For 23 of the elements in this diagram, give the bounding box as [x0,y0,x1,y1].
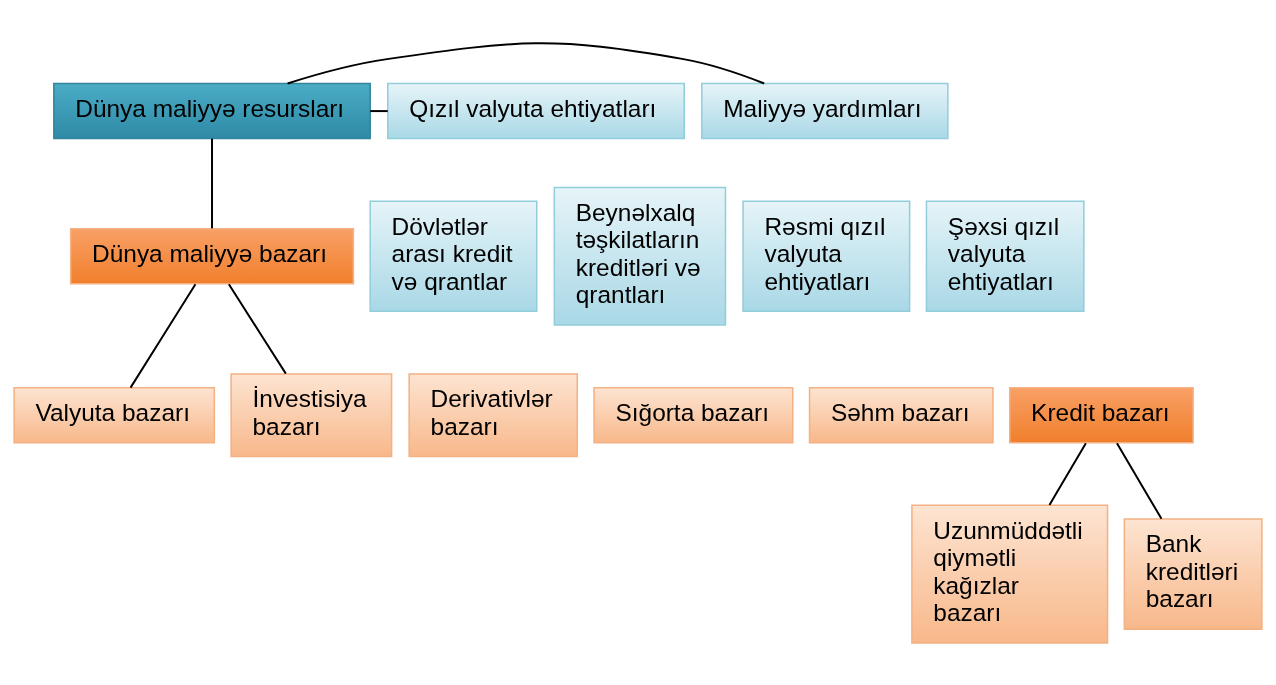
node-box: Beynəlxalq təşkilatların kreditləri və qrantları [553,186,727,326]
connector [227,282,287,375]
node-box: Şəxsi qızıl valyuta ehtiyatları [925,200,1085,312]
node-box: İnvestisiya bazarı [230,372,393,457]
node-box: Səhm bazarı [808,386,994,443]
connector [129,282,197,389]
node-box: Sığorta bazarı [593,386,794,443]
connector [1048,441,1087,506]
node-box: Rəsmi qızıl valyuta ehtiyatları [742,200,911,312]
node-box: Kredit bazarı [1008,386,1194,443]
node-box: Dünya maliyyə bazarı [69,227,355,285]
node-box: Qızıl valyuta ehtiyatları [387,82,685,139]
node-box: Dövlətlər arası kredit və qrantlar [369,200,538,312]
node-box: Valyuta bazarı [13,386,216,443]
connector [1115,441,1163,520]
node-box: Dünya maliyyə resursları [53,82,371,139]
node-box: Bank kreditləri bazarı [1123,517,1263,630]
connector [286,41,766,84]
node-box: Derivativlər bazarı [408,372,579,457]
connector [369,109,389,112]
connector [211,137,213,229]
node-box: Maliyyə yardımları [701,82,949,139]
node-box: Uzunmüddətli qiymətli kağızlar bazarı [911,504,1109,644]
